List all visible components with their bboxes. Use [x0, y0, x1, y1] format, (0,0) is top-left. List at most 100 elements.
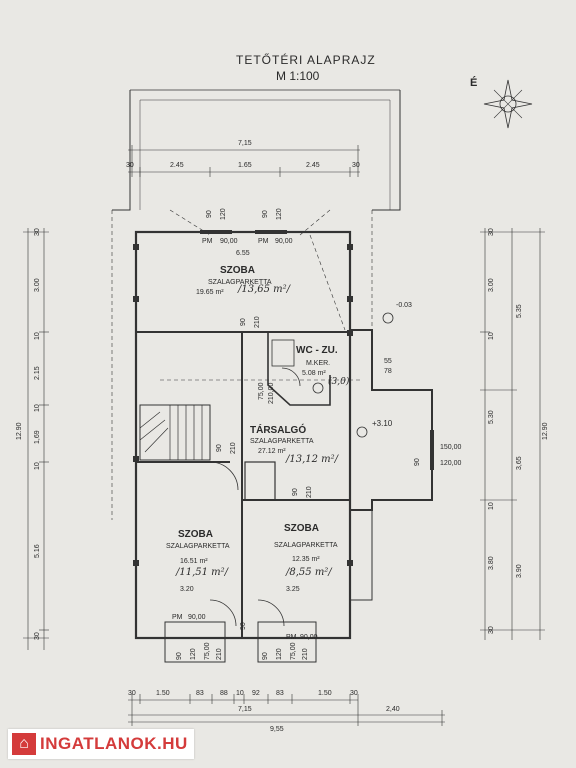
dim-right: 3.00	[488, 278, 495, 292]
window-label: 90	[262, 210, 269, 218]
dim-left: 3.00	[34, 278, 41, 292]
room-area: 27.12 m²	[258, 448, 286, 455]
room-floor: SZALAGPARKETTA	[208, 279, 272, 286]
room-floor: SZALAGPARKETTA	[274, 542, 338, 549]
dim-bottom-f: 92	[252, 690, 260, 697]
door-label: 75,00	[258, 382, 265, 400]
room-width: 3.20	[180, 586, 194, 593]
dim-top-e: 30	[352, 162, 360, 169]
room-width: 3.25	[286, 586, 300, 593]
dim-left: 5.16	[34, 544, 41, 558]
dim-right: 3,65	[516, 456, 523, 470]
dim-bottom-right: 2,40	[386, 706, 400, 713]
scale-label: M 1:100	[276, 69, 320, 83]
dim-right: 10	[488, 332, 495, 340]
dim-inner: 6.55	[236, 250, 250, 257]
window-label: 120	[220, 208, 227, 220]
door-label: 90	[240, 622, 247, 630]
door-label: 90	[240, 318, 247, 326]
dim-right: 5.35	[516, 304, 523, 318]
door-label: 210	[254, 316, 261, 328]
room-floor: M.KER.	[306, 360, 331, 367]
dim-bottom-total2: 9,55	[270, 726, 284, 733]
dim-bottom-h: 1.50	[318, 690, 332, 697]
door-label: 90	[216, 444, 223, 452]
window-label: 120,00	[440, 460, 462, 467]
pm-value: 90,00	[275, 238, 293, 245]
dim-bottom-c: 83	[196, 690, 204, 697]
dim-right: 5.30	[488, 410, 495, 424]
level-label: -0.03	[396, 302, 412, 309]
dim-left: 10	[34, 404, 41, 412]
dim-right: 30	[488, 626, 495, 634]
window-label: 150,00	[440, 444, 462, 451]
dim-right: 30	[488, 228, 495, 236]
dim-right-total: 12.90	[542, 422, 549, 440]
dim-top-a: 30	[126, 162, 134, 169]
dim-left: 2.15	[34, 366, 41, 380]
room-area-handwritten: /13,65 m²/	[238, 284, 291, 295]
room-area: 5.08 m²	[302, 370, 326, 377]
door-label: 210	[306, 486, 313, 498]
dim-bottom-b: 1.50	[156, 690, 170, 697]
window-label: 120	[276, 208, 283, 220]
room-floor: SZALAGPARKETTA	[250, 438, 314, 445]
dim-top-c: 1.65	[238, 162, 252, 169]
room-area: 19.65 m²	[196, 289, 224, 296]
pm-value: 90,00	[300, 634, 318, 641]
logo-text: INGATLANOK.HU	[40, 734, 188, 753]
pm-value: 90,00	[220, 238, 238, 245]
door-label: 75,00	[290, 642, 297, 660]
dim-label: 55	[384, 358, 392, 365]
level-label: +3.10	[372, 419, 393, 428]
door-label: 75,00	[204, 642, 211, 660]
room-area: 16.51 m²	[180, 558, 208, 565]
pm-value: 90,00	[188, 614, 206, 621]
door-label: 90	[176, 652, 183, 660]
pm-label: PM	[202, 238, 213, 245]
pm-label: PM	[258, 238, 269, 245]
dim-bottom-d: 88	[220, 690, 228, 697]
door-label: 90	[292, 488, 299, 496]
dim-label: 78	[384, 368, 392, 375]
door-label: 210	[302, 648, 309, 660]
pm-label: PM	[286, 634, 297, 641]
dim-left: 10	[34, 462, 41, 470]
door-label: 120	[190, 648, 197, 660]
pm-label: PM	[172, 614, 183, 621]
window-label: 90	[206, 210, 213, 218]
page-title: TETŐTÉRI ALAPRAJZ	[236, 53, 376, 67]
dim-bottom-g: 83	[276, 690, 284, 697]
dim-right: 3.90	[516, 564, 523, 578]
room-name: SZOBA	[284, 523, 319, 534]
dim-left: 10	[34, 332, 41, 340]
room-area: 12.35 m²	[292, 556, 320, 563]
dim-bottom-e: 10	[236, 690, 244, 697]
dim-left: 30	[34, 632, 41, 640]
door-label: 120	[276, 648, 283, 660]
dim-left: 30	[34, 228, 41, 236]
room-name: SZOBA	[220, 265, 255, 276]
dim-top-total: 7,15	[238, 140, 252, 147]
compass-icon	[483, 79, 533, 129]
dim-top-b: 2.45	[170, 162, 184, 169]
dim-right: 10	[488, 502, 495, 510]
dim-top-d: 2.45	[306, 162, 320, 169]
compass-label: É	[470, 77, 478, 89]
dim-bottom-total: 7,15	[238, 706, 252, 713]
dim-left-total: 12.90	[16, 422, 23, 440]
dim-left: 1,69	[34, 430, 41, 444]
door-label: 210	[216, 648, 223, 660]
roof-outline	[112, 90, 131, 211]
room-area-handwritten: /8,55 m²/	[286, 567, 332, 578]
dim-bottom-a: 30	[128, 690, 136, 697]
room-area-handwritten: (3,0)	[328, 377, 350, 387]
house-icon: ⌂	[12, 733, 36, 755]
dim-right: 3.80	[488, 556, 495, 570]
room-name: TÁRSALGÓ	[250, 425, 307, 436]
room-floor: SZALAGPARKETTA	[166, 543, 230, 550]
door-label: 90	[262, 652, 269, 660]
door-label: 210,00	[268, 382, 275, 404]
